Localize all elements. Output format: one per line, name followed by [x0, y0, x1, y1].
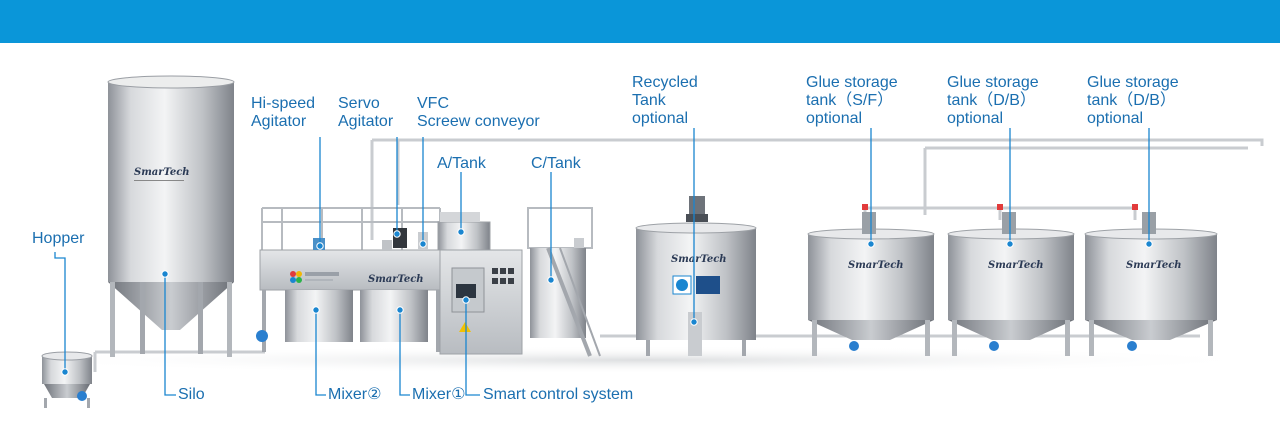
label-mixer-1: Mixer①	[412, 386, 466, 403]
hopper	[41, 351, 93, 408]
label-glue-storage-db-1: Glue storage tank（D/B） optional	[947, 74, 1039, 127]
glue-sf-brand-logo: SmarTech	[848, 260, 904, 271]
mixer-station: SmarTech	[256, 207, 491, 352]
silo-brand-logo: SmarTech	[134, 167, 190, 178]
label-hi-speed-agitator: Hi-speed Agitator	[251, 95, 316, 130]
recycled-tank: SmarTech	[635, 196, 757, 356]
c-tank	[527, 207, 601, 357]
callout-lines	[54, 128, 1150, 396]
label-hopper: Hopper	[32, 230, 85, 247]
recycled-brand-logo: SmarTech	[671, 254, 727, 265]
glue-tank-db-1: SmarTech	[947, 212, 1075, 356]
mixer-brand-logo: SmarTech	[368, 274, 424, 285]
control-cabinet	[439, 249, 523, 355]
ground-pipes	[93, 350, 265, 372]
label-servo-agitator: Servo Agitator	[338, 95, 394, 130]
label-c-tank: C/Tank	[531, 155, 581, 172]
callout-markers	[61, 228, 1153, 376]
partner-logo	[290, 271, 339, 283]
glue-db2-brand-logo: SmarTech	[1126, 260, 1182, 271]
glue-tank-sf: SmarTech	[807, 212, 935, 356]
label-recycled-tank: Recycled Tank optional	[632, 74, 698, 127]
label-mixer-2: Mixer②	[328, 386, 382, 403]
label-glue-storage-sf: Glue storage tank（S/F） optional	[806, 74, 898, 127]
label-glue-storage-db-2: Glue storage tank（D/B） optional	[1087, 74, 1179, 127]
glue-tank-db-2: SmarTech	[1084, 212, 1218, 356]
silo: SmarTech	[107, 75, 235, 357]
label-vfc-conveyor: VFC Screew conveyor	[417, 95, 540, 130]
header-bar	[0, 0, 1280, 43]
pipe-valves	[862, 204, 1138, 210]
glue-db1-brand-logo: SmarTech	[988, 260, 1044, 271]
label-silo: Silo	[178, 386, 205, 403]
label-smart-control-system: Smart control system	[483, 386, 634, 403]
label-a-tank: A/Tank	[437, 155, 486, 172]
